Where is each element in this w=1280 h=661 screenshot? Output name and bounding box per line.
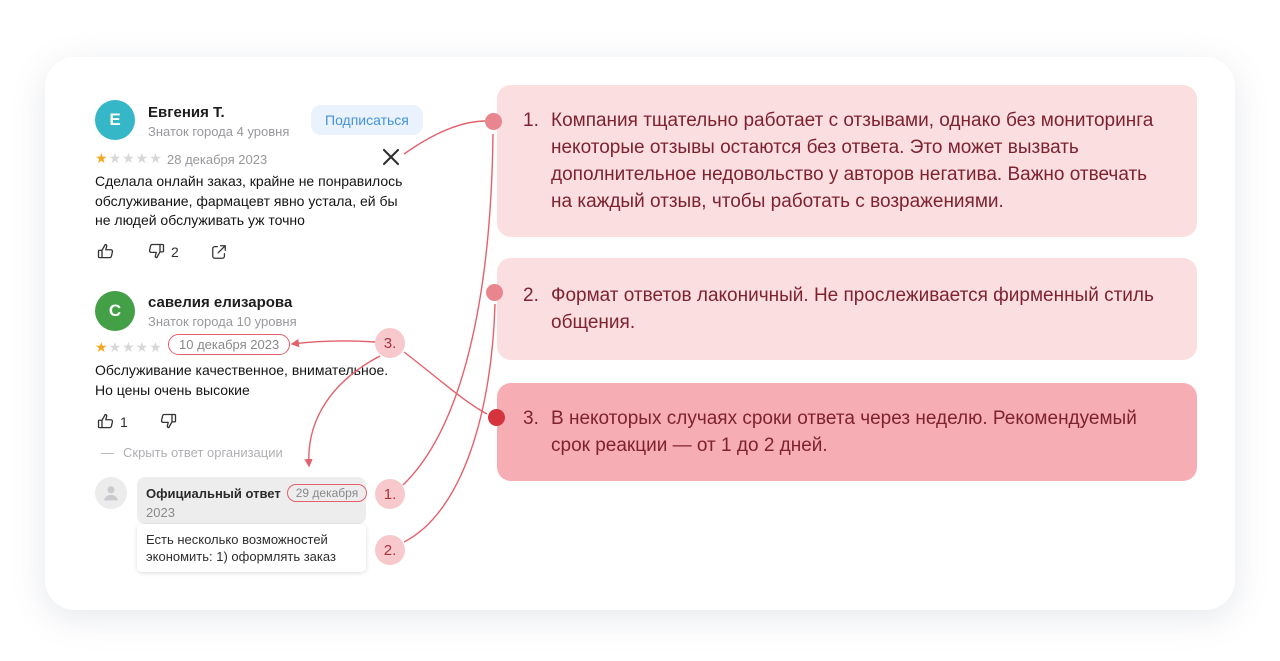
- callout-text: Компания тщательно работает с отзывами, …: [551, 110, 1154, 212]
- star-icon: ★: [95, 150, 109, 166]
- reviewer-level: Знаток города 4 уровня: [148, 124, 290, 139]
- reply-text-line: Есть несколько возможностей: [146, 532, 328, 547]
- avatar: Е: [95, 100, 135, 140]
- review-text-line: Обслуживание качественное, внимательное.: [95, 362, 389, 378]
- annotation-marker-2: 2.: [375, 535, 405, 565]
- collapse-dash-icon: —: [101, 445, 114, 460]
- review-actions: 1: [95, 411, 179, 432]
- thumb-up-icon[interactable]: [95, 241, 116, 262]
- callout-3: 3. В некоторых случаях сроки ответа чере…: [497, 383, 1197, 481]
- person-icon: [104, 486, 118, 501]
- review-text-line: Но цены очень высокие: [95, 381, 250, 398]
- connector-dot-3: [488, 409, 505, 426]
- reviewer-level: Знаток города 10 уровня: [148, 314, 297, 329]
- review-text: Сделала онлайн заказ, крайне не понравил…: [95, 172, 402, 231]
- organization-avatar: [95, 477, 127, 509]
- review-text-line: обслуживание, фармацевт явно устала, ей …: [95, 192, 398, 209]
- star-icon: ★★★★: [108, 339, 163, 355]
- connector-dot-2: [486, 284, 503, 301]
- official-reply-text: Есть несколько возможностей экономить: 1…: [137, 524, 366, 572]
- connector-dot-1: [485, 113, 502, 130]
- callout-text: В некоторых случаях сроки ответа через н…: [551, 408, 1137, 456]
- callout-2: 2. Формат ответов лаконичный. Не прослеж…: [497, 258, 1197, 360]
- thumb-down-icon[interactable]: 2: [146, 241, 179, 262]
- star-icon: ★★★★: [108, 150, 163, 166]
- reviewer-name: Евгения Т.: [148, 104, 225, 121]
- rating-stars: ★★★★★: [95, 150, 163, 167]
- callout-1: 1. Компания тщательно работает с отзывам…: [497, 85, 1197, 237]
- callout-number: 3.: [523, 408, 539, 429]
- share-icon[interactable]: [209, 242, 229, 262]
- reply-text-line: экономить: 1) оформлять заказ: [146, 549, 336, 564]
- review-text: Обслуживание качественное, внимательное.…: [95, 361, 388, 400]
- review-text-line: не людей обслуживать уж точно: [95, 212, 305, 228]
- review-text-line: Сделала онлайн заказ, крайне не понравил…: [95, 173, 403, 189]
- reviewer-name: савелия елизарова: [148, 294, 293, 311]
- review-date: 28 декабря 2023: [167, 152, 268, 167]
- circled-review-date: 10 декабря 2023: [168, 334, 291, 355]
- circled-reply-date: 29 декабря: [286, 484, 368, 502]
- dislike-count: 2: [171, 243, 179, 260]
- review-actions: 2: [95, 241, 229, 262]
- callout-number: 2.: [523, 285, 539, 306]
- annotation-marker-3: 3.: [375, 328, 405, 358]
- callout-text: Формат ответов лаконичный. Не прослежива…: [551, 285, 1154, 333]
- rating-stars: ★★★★★: [95, 339, 163, 356]
- official-reply-header: Официальный ответ 29 декабря 2023: [137, 477, 368, 524]
- thumb-up-icon[interactable]: 1: [95, 411, 128, 432]
- subscribe-button[interactable]: Подписаться: [311, 105, 423, 135]
- like-count: 1: [120, 413, 128, 430]
- avatar: С: [95, 291, 135, 331]
- thumb-down-icon[interactable]: [158, 411, 179, 432]
- official-reply-title: Официальный ответ: [146, 485, 281, 501]
- hide-reply-label: Скрыть ответ организации: [123, 445, 283, 460]
- hide-organization-reply-toggle[interactable]: — Скрыть ответ организации: [95, 444, 289, 461]
- x-mark-icon: [380, 146, 402, 168]
- star-icon: ★: [95, 339, 109, 355]
- reply-year: 2023: [146, 505, 175, 520]
- annotation-marker-1: 1.: [375, 479, 405, 509]
- callout-number: 1.: [523, 110, 539, 131]
